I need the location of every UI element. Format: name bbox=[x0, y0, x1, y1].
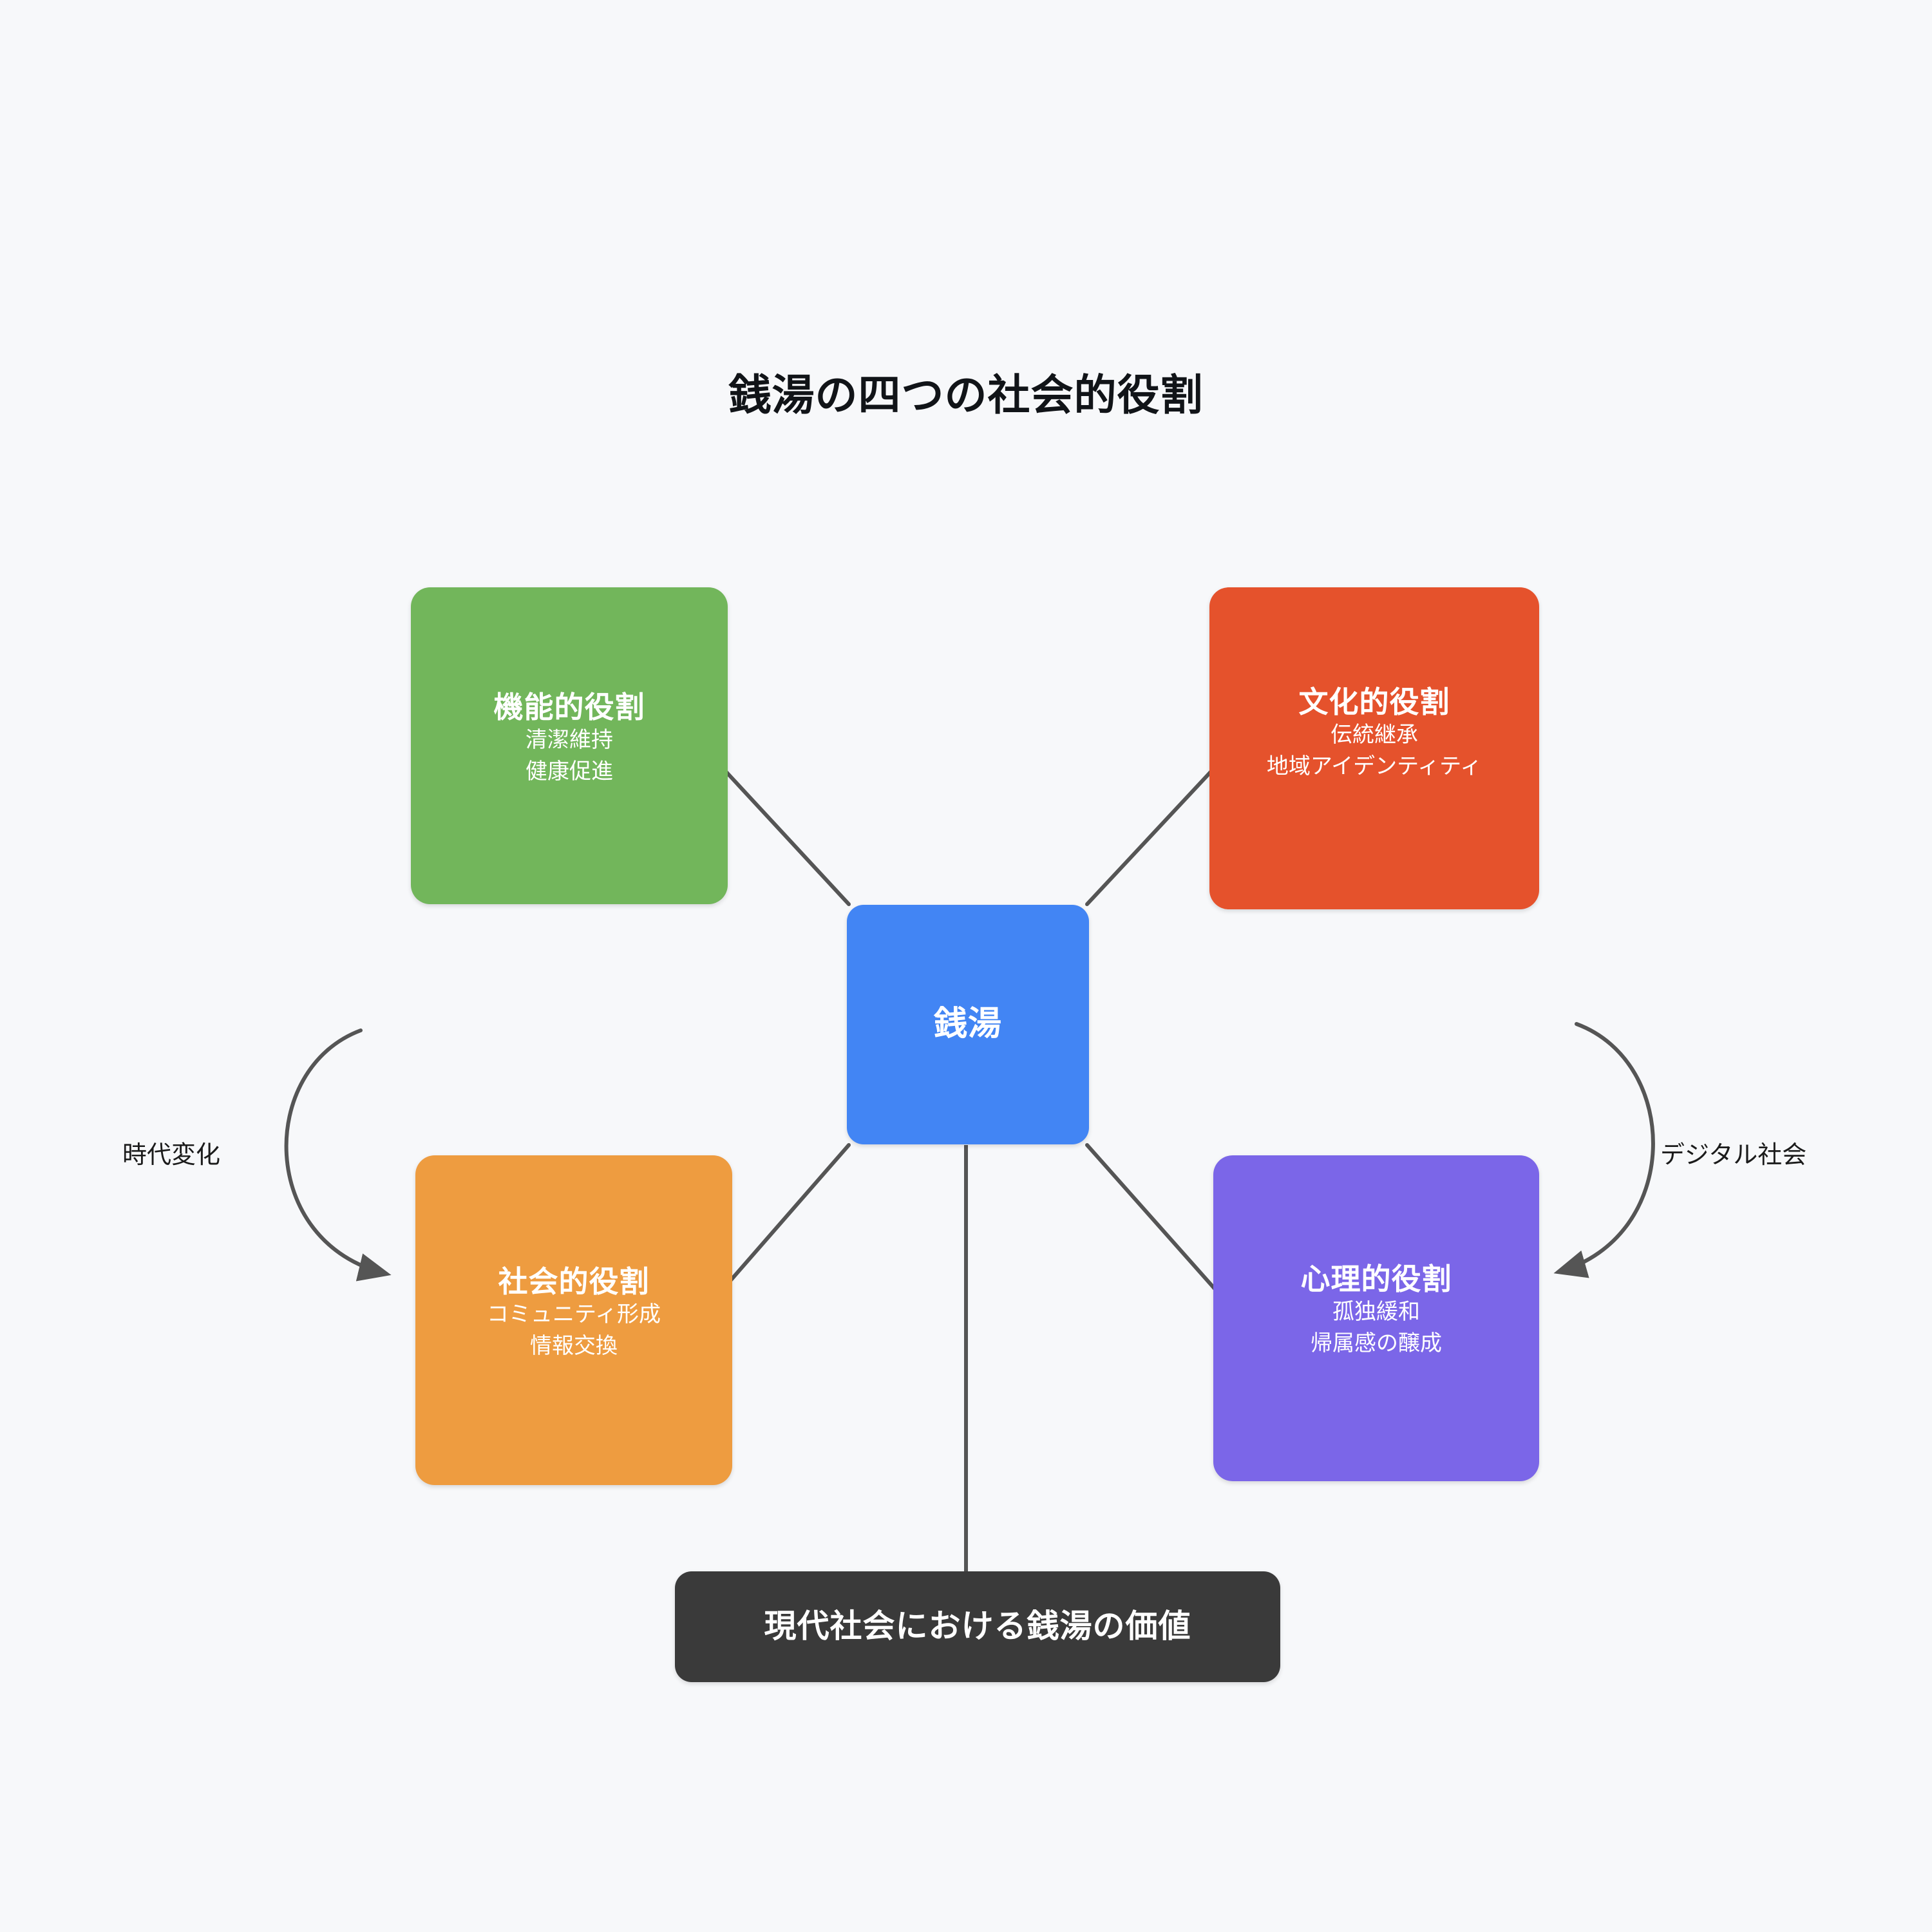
edge-label-era-change: 時代変化 bbox=[122, 1141, 221, 1169]
page-title: 銭湯の四つの社会的役割 bbox=[728, 370, 1204, 420]
edge-center-to-psychological bbox=[1085, 1143, 1232, 1308]
node-sento-center-title: 銭湯 bbox=[933, 1005, 1002, 1044]
edge-era-change-arrow bbox=[284, 1028, 392, 1282]
node-cultural-role[interactable]: 文化的役割 伝統継承 地域アイデンティティ bbox=[1209, 587, 1539, 909]
node-functional-role-sub-1: 清潔維持 bbox=[526, 726, 613, 753]
node-outcome-value[interactable]: 現代社会における銭湯の価値 bbox=[675, 1571, 1280, 1682]
node-social-role-sub-1: コミュニティ形成 bbox=[487, 1301, 661, 1327]
node-psychological-role[interactable]: 心理的役割 孤独緩和 帰属感の醸成 bbox=[1213, 1155, 1539, 1481]
node-functional-role-title: 機能的役割 bbox=[493, 690, 645, 724]
node-psychological-role-sub-2: 帰属感の醸成 bbox=[1311, 1331, 1442, 1357]
node-social-role-title: 社会的役割 bbox=[498, 1264, 650, 1299]
edge-label-digital-society: デジタル社会 bbox=[1660, 1141, 1807, 1169]
node-cultural-role-sub-1: 伝統継承 bbox=[1331, 721, 1418, 748]
edge-digital-society-arrow bbox=[1553, 1022, 1655, 1278]
node-functional-role-sub-2: 健康促進 bbox=[526, 759, 613, 785]
node-functional-role[interactable]: 機能的役割 清潔維持 健康促進 bbox=[411, 587, 728, 904]
node-cultural-role-sub-2: 地域アイデンティティ bbox=[1266, 753, 1482, 780]
node-psychological-role-sub-1: 孤独緩和 bbox=[1332, 1298, 1420, 1325]
node-social-role-sub-2: 情報交換 bbox=[530, 1333, 618, 1359]
node-psychological-role-title: 心理的役割 bbox=[1300, 1262, 1452, 1296]
node-outcome-value-title: 現代社会における銭湯の価値 bbox=[764, 1607, 1191, 1645]
node-social-role[interactable]: 社会的役割 コミュニティ形成 情報交換 bbox=[415, 1155, 732, 1485]
node-cultural-role-title: 文化的役割 bbox=[1298, 685, 1450, 719]
node-sento-center[interactable]: 銭湯 bbox=[847, 905, 1089, 1144]
